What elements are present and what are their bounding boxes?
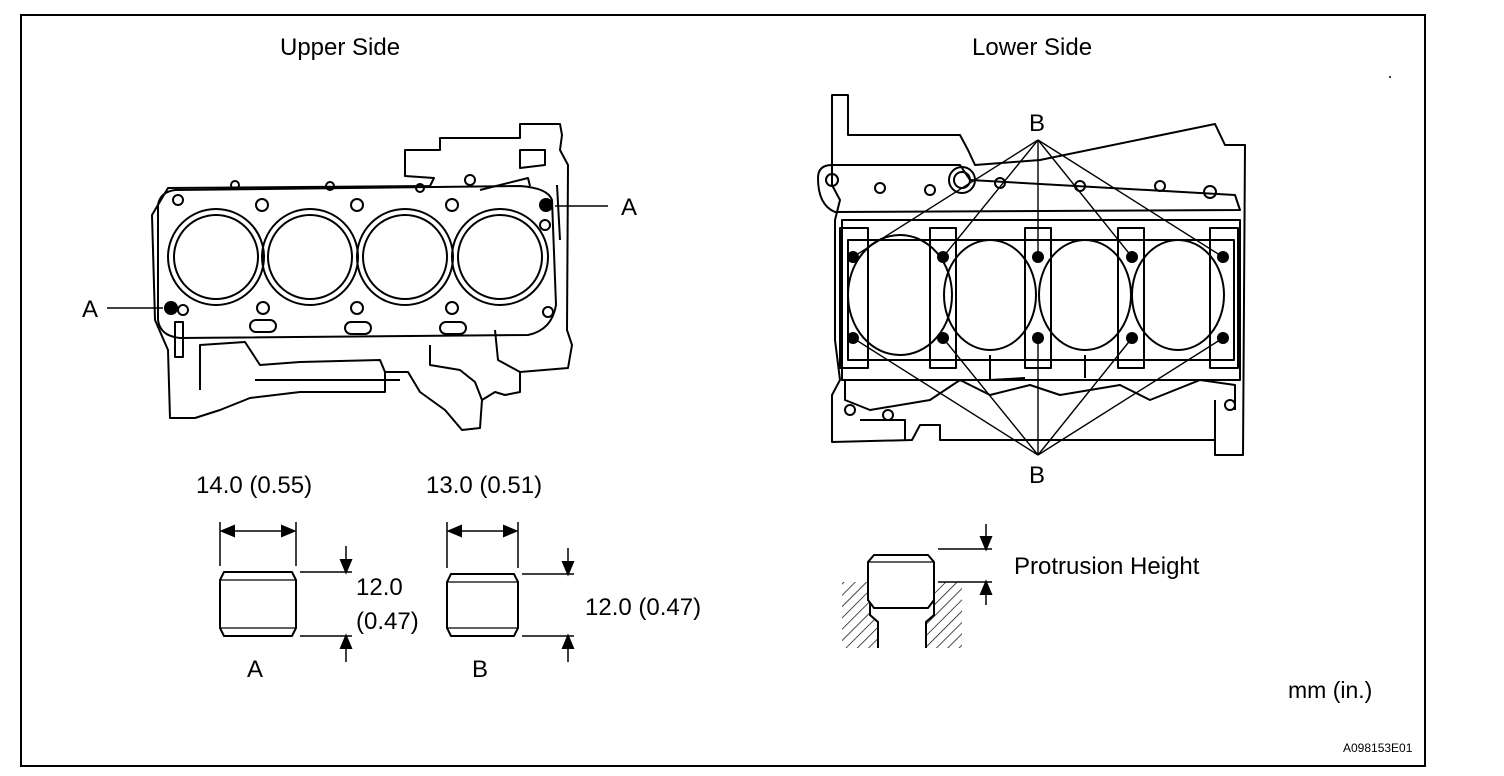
protrusion-height-label: Protrusion Height xyxy=(1014,553,1200,580)
pin-a-caption: A xyxy=(247,656,264,683)
pin-a-callout: A xyxy=(621,194,638,221)
pin-b-callout-top: B xyxy=(1029,110,1046,137)
pin-a-callout: A xyxy=(82,296,99,323)
lower-side-title: Lower Side xyxy=(972,34,1093,61)
pin-b-caption: B xyxy=(472,656,489,683)
diagram-frame xyxy=(20,14,1426,767)
pin-b-diameter: 13.0 (0.51) xyxy=(426,472,543,499)
pin-b-callout-bottom: B xyxy=(1029,462,1046,489)
pin-b-drawing xyxy=(446,522,575,662)
dowel-pin-b-markers xyxy=(847,251,1229,344)
units-label: mm (in.) xyxy=(1288,677,1373,703)
pin-a-length-line1: 12.0 xyxy=(356,574,403,601)
pin-a-drawing xyxy=(219,522,353,662)
dowel-pin-a-marker xyxy=(539,198,553,212)
dowel-pin-a-marker xyxy=(164,301,178,315)
upper-side-title: Upper Side xyxy=(280,34,401,61)
stray-mark xyxy=(1389,76,1391,78)
upper-cylinder-block xyxy=(151,123,573,431)
figure-code: A098153E01 xyxy=(1343,741,1413,755)
pin-a-diameter: 14.0 (0.55) xyxy=(196,472,313,499)
b-leader-lines xyxy=(852,139,1224,456)
pin-b-length: 12.0 (0.47) xyxy=(585,594,702,621)
lower-cylinder-block xyxy=(817,94,1246,456)
protrusion-height-drawing xyxy=(842,524,993,648)
pin-a-length-line2: (0.47) xyxy=(356,608,419,635)
